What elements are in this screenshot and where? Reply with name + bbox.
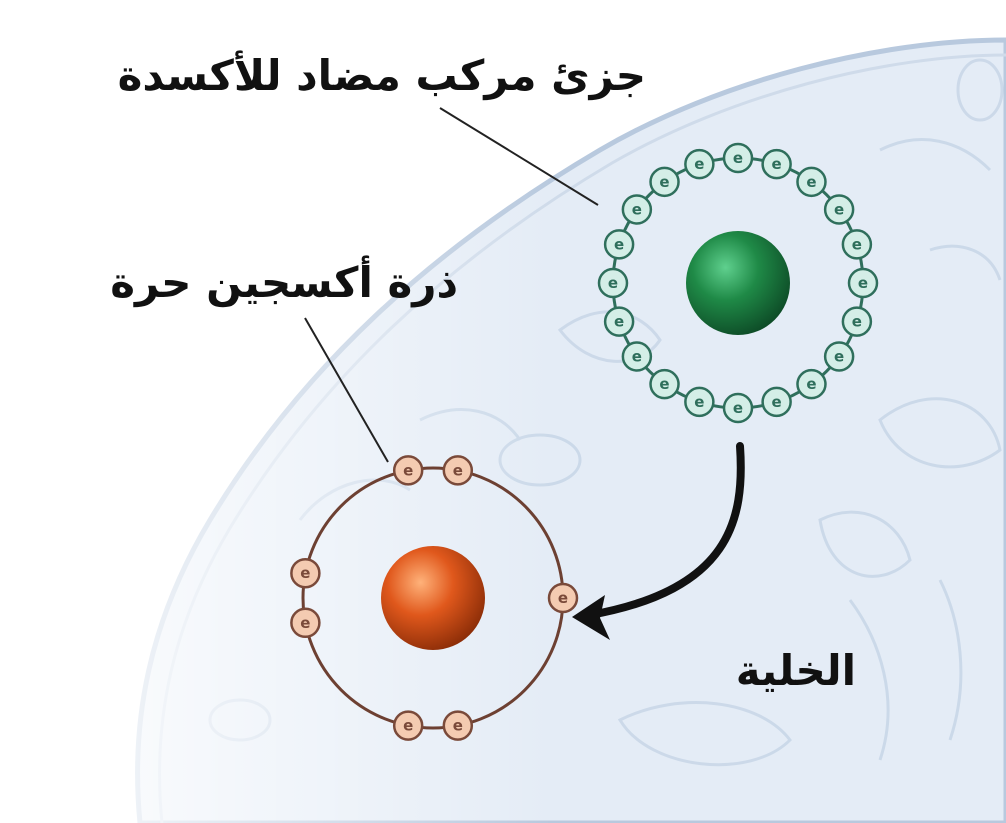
svg-text:e: e bbox=[632, 201, 642, 219]
oxygen-electron: e bbox=[291, 559, 319, 587]
svg-text:e: e bbox=[852, 235, 862, 253]
antioxidant-electron: e bbox=[797, 370, 825, 398]
svg-text:e: e bbox=[403, 461, 413, 479]
svg-text:e: e bbox=[614, 235, 624, 253]
antioxidant-electron: e bbox=[605, 308, 633, 336]
svg-text:e: e bbox=[608, 274, 618, 292]
antioxidant-electron: e bbox=[825, 196, 853, 224]
oxygen-electron: e bbox=[444, 712, 472, 740]
antioxidant-electron: e bbox=[623, 196, 651, 224]
antioxidant-electron: e bbox=[623, 342, 651, 370]
svg-text:e: e bbox=[858, 274, 868, 292]
svg-text:e: e bbox=[772, 155, 782, 173]
svg-text:e: e bbox=[733, 399, 743, 417]
antioxidant-electron: e bbox=[651, 370, 679, 398]
svg-text:e: e bbox=[632, 347, 642, 365]
antioxidant-electron: e bbox=[763, 388, 791, 416]
svg-text:e: e bbox=[614, 313, 624, 331]
antioxidant-nucleus bbox=[686, 231, 790, 335]
svg-text:e: e bbox=[300, 564, 310, 582]
antioxidant-electron: e bbox=[605, 230, 633, 258]
oxygen-electron: e bbox=[444, 456, 472, 484]
svg-text:e: e bbox=[659, 173, 669, 191]
antioxidant-electron: e bbox=[843, 230, 871, 258]
svg-text:e: e bbox=[733, 149, 743, 167]
svg-text:e: e bbox=[806, 173, 816, 191]
svg-text:e: e bbox=[834, 201, 844, 219]
svg-text:e: e bbox=[772, 393, 782, 411]
svg-text:e: e bbox=[806, 375, 816, 393]
antioxidant-electron: e bbox=[797, 168, 825, 196]
free-oxygen-atom-label: ذرة أكسجين حرة bbox=[110, 262, 458, 304]
svg-text:e: e bbox=[403, 717, 413, 735]
antioxidant-electron: e bbox=[599, 269, 627, 297]
antioxidant-electron: e bbox=[651, 168, 679, 196]
svg-text:e: e bbox=[834, 347, 844, 365]
antioxidant-molecule-label: جزئ مركب مضاد للأكسدة bbox=[118, 55, 646, 97]
antioxidant-electron: e bbox=[685, 388, 713, 416]
svg-text:e: e bbox=[694, 155, 704, 173]
oxygen-electron: e bbox=[394, 456, 422, 484]
oxygen-electron: e bbox=[291, 609, 319, 637]
antioxidant-electron: e bbox=[685, 150, 713, 178]
svg-text:e: e bbox=[300, 614, 310, 632]
oxygen-electron: e bbox=[394, 712, 422, 740]
svg-text:e: e bbox=[453, 461, 463, 479]
oxygen-nucleus bbox=[381, 546, 485, 650]
antioxidant-electron: e bbox=[724, 144, 752, 172]
svg-text:e: e bbox=[694, 393, 704, 411]
antioxidant-electron: e bbox=[849, 269, 877, 297]
antioxidant-electron: e bbox=[724, 394, 752, 422]
antioxidant-electron: e bbox=[825, 342, 853, 370]
svg-text:e: e bbox=[659, 375, 669, 393]
cell-label: الخلية bbox=[736, 650, 856, 692]
svg-text:e: e bbox=[453, 717, 463, 735]
oxygen-electron: e bbox=[549, 584, 577, 612]
antioxidant-electron: e bbox=[843, 308, 871, 336]
antioxidant-electron: e bbox=[763, 150, 791, 178]
svg-text:e: e bbox=[558, 589, 568, 607]
svg-text:e: e bbox=[852, 313, 862, 331]
